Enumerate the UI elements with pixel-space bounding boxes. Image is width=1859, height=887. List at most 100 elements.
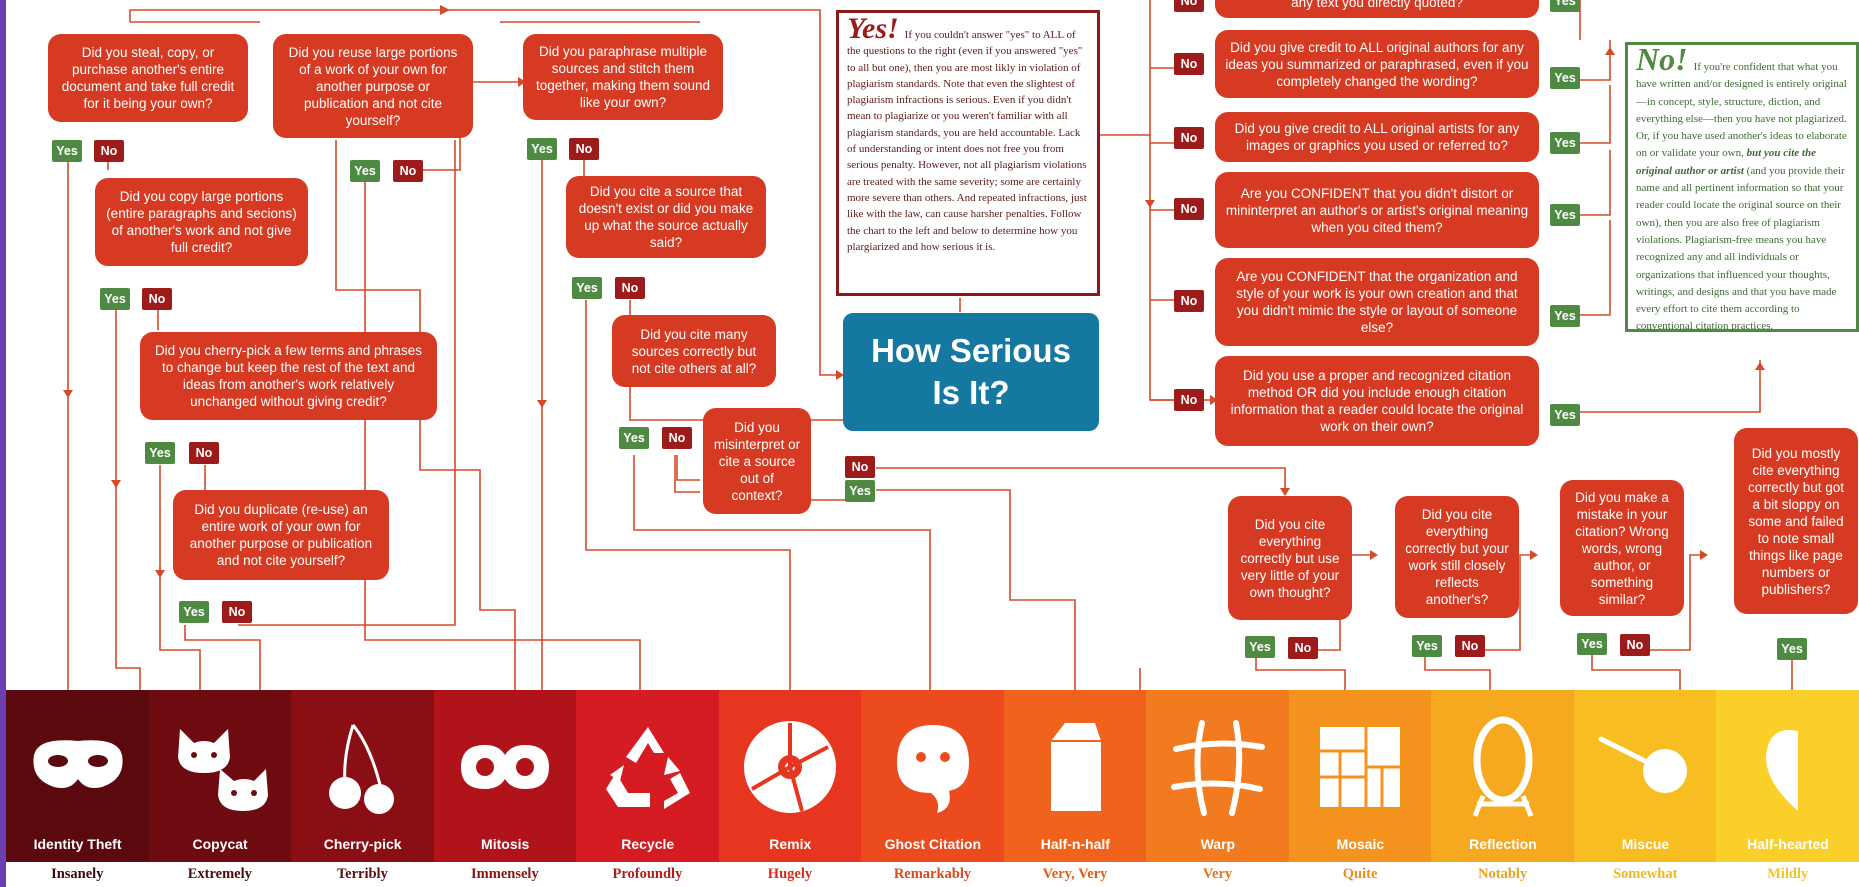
category-band-reflection: Reflection: [1431, 690, 1575, 862]
ghost-icon: [861, 712, 1004, 822]
category-name: Half-n-half: [1040, 836, 1110, 852]
category-band-recycle: Recycle: [576, 690, 720, 862]
question-little-own-thought: Did you cite everything correctly but us…: [1228, 496, 1352, 620]
no-tag: No: [1620, 634, 1650, 656]
question-text: Did you cherry-pick a few terms and phra…: [154, 343, 423, 409]
question-text: Did you cite many sources correctly but …: [631, 326, 757, 376]
no-tag: No: [189, 442, 219, 464]
carton-icon: [1004, 712, 1147, 822]
no-tag: No: [142, 288, 172, 310]
category-name: Remix: [769, 836, 812, 852]
question-text: Did you make a mistake in your citation?…: [1575, 489, 1669, 607]
yes-tag: Yes: [1577, 633, 1607, 655]
title-line-1: How Serious: [871, 332, 1071, 369]
category-name: Ghost Citation: [884, 836, 981, 852]
category-band-half-hearted: Half-hearted: [1716, 690, 1859, 862]
category-name: Mosaic: [1336, 836, 1385, 852]
severity-label: Hugely: [767, 866, 813, 882]
mosaic-icon: [1289, 712, 1432, 822]
category-name: Warp: [1200, 836, 1236, 852]
category-band-remix: Remix: [718, 690, 862, 862]
question-text: Are you CONFIDENT that you didn't distor…: [1225, 185, 1529, 235]
mask-icon: [6, 712, 149, 822]
cats-icon: [149, 712, 292, 822]
no-tag: No: [1174, 53, 1204, 75]
severity-label: Notably: [1478, 866, 1528, 882]
yes-tag: Yes: [1550, 204, 1580, 226]
yes-tag: Yes: [52, 140, 82, 162]
no-tag: No: [1174, 0, 1204, 12]
category-name: Copycat: [192, 836, 248, 852]
question-misinterpret-source: Did you misinterpret or cite a source ou…: [703, 408, 811, 514]
question-cite-many-not-others: Did you cite many sources correctly but …: [612, 315, 776, 387]
question-cherry-pick: Did you cherry-pick a few terms and phra…: [140, 332, 437, 420]
no-tag: No: [1174, 198, 1204, 220]
category-band-ghost-citation: Ghost Citation: [861, 690, 1005, 862]
severity-label: Insanely: [51, 866, 104, 882]
how-serious-title: How Serious Is It?: [843, 313, 1099, 431]
question-text: any text you directly quoted?: [1291, 0, 1463, 10]
question-citation-method: Did you use a proper and recognized cita…: [1215, 356, 1539, 446]
question-text: Did you give credit to ALL original arti…: [1234, 121, 1520, 153]
category-name: Mitosis: [481, 836, 530, 852]
yes-tag: Yes: [1777, 638, 1807, 660]
category-band-warp: Warp: [1146, 690, 1290, 862]
yes-tag: Yes: [100, 288, 130, 310]
question-text: Did you use a proper and recognized cita…: [1230, 368, 1524, 434]
category-name: Identity Theft: [33, 836, 122, 852]
disc-icon: [719, 712, 862, 822]
question-confident-no-distort: Are you CONFIDENT that you didn't distor…: [1215, 172, 1539, 248]
title-line-2: Is It?: [932, 374, 1010, 411]
category-name: Cherry-pick: [323, 836, 402, 852]
mitosis-icon: [434, 712, 577, 822]
miscue-icon: [1574, 712, 1717, 822]
yes-tag: Yes: [1550, 305, 1580, 327]
question-copy-large-portions: Did you copy large portions (entire para…: [95, 178, 308, 266]
severity-label: Very, Very: [1042, 866, 1108, 882]
cherry-icon: [291, 712, 434, 822]
question-text: Did you duplicate (re-use) an entire wor…: [189, 502, 373, 568]
severity-label: Immensely: [471, 866, 539, 882]
no-tag: No: [569, 138, 599, 160]
yes-tag: Yes: [527, 138, 557, 160]
yes-tag: Yes: [1550, 0, 1580, 12]
no-tag: No: [1174, 127, 1204, 149]
category-name: Recycle: [621, 836, 675, 852]
severity-label: Somewhat: [1612, 866, 1678, 882]
question-text: Did you steal, copy, or purchase another…: [61, 45, 235, 111]
severity-label: Very: [1202, 866, 1233, 882]
question-text: Did you mostly cite everything correctly…: [1747, 445, 1845, 597]
no-explanation-text-b: but you cite the original author or arti…: [1636, 147, 1816, 177]
category-band-miscue: Miscue: [1573, 690, 1718, 862]
no-tag: No: [1174, 389, 1204, 411]
question-closely-reflects: Did you cite everything correctly but yo…: [1395, 496, 1519, 618]
no-explanation-text-c: (and you provide their name and all pert…: [1636, 164, 1845, 333]
no-tag: No: [1455, 635, 1485, 657]
question-text: Did you cite everything correctly but yo…: [1405, 507, 1509, 607]
no-tag: No: [1288, 637, 1318, 659]
question-text: Did you misinterpret or cite a source ou…: [713, 419, 801, 503]
yes-tag: Yes: [1550, 132, 1580, 154]
question-text: Did you paraphrase multiple sources and …: [535, 44, 711, 110]
recycle-icon: [576, 712, 719, 822]
category-band-cherry-pick: Cherry-pick: [291, 690, 435, 862]
yes-tag: Yes: [350, 160, 380, 182]
severity-label: Quite: [1342, 866, 1378, 882]
yes-tag: Yes: [572, 277, 602, 299]
yes-tag: Yes: [1245, 636, 1275, 658]
severity-label: Terribly: [336, 866, 388, 882]
category-band-identity-theft: Identity Theft: [6, 690, 150, 862]
question-text: Did you copy large portions (entire para…: [106, 189, 297, 255]
no-tag: No: [662, 427, 692, 449]
category-band-copycat: Copycat: [148, 690, 292, 862]
category-band-mitosis: Mitosis: [433, 690, 577, 862]
half-heart-icon: [1716, 712, 1859, 822]
yes-tag: Yes: [179, 601, 209, 623]
warp-icon: [1146, 712, 1289, 822]
category-name: Miscue: [1621, 836, 1670, 852]
question-paraphrase-stitch: Did you paraphrase multiple sources and …: [523, 34, 723, 120]
left-edge-bar: [0, 0, 6, 887]
yes-explanation-box: Yes!If you couldn't answer "yes" to ALL …: [836, 10, 1100, 296]
